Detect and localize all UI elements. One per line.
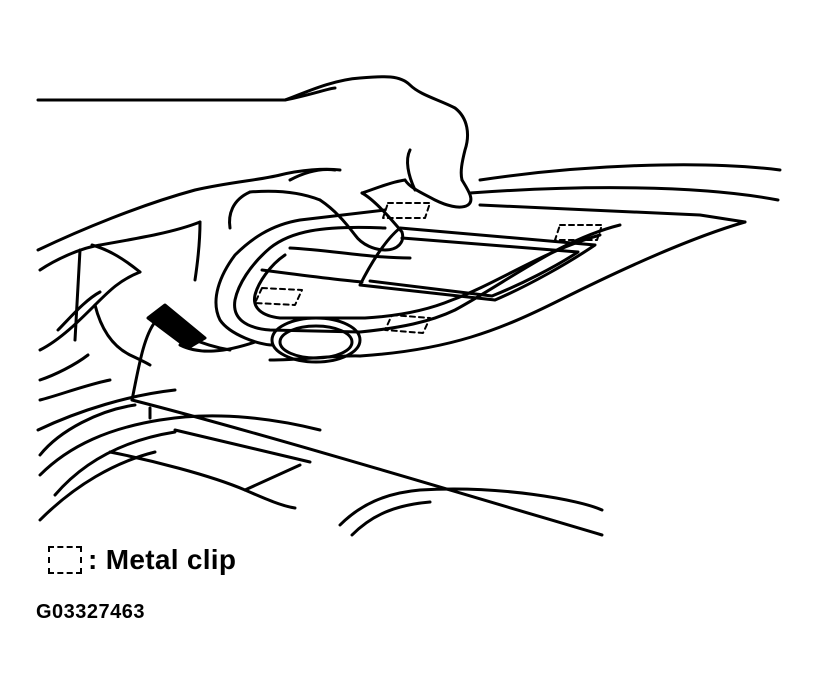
trim-panel-outline xyxy=(130,208,747,537)
inner-bezel xyxy=(233,223,622,334)
display-window xyxy=(260,226,597,302)
legend-label: : Metal clip xyxy=(88,544,237,575)
metal-clip-3 xyxy=(254,287,303,306)
dashed-rectangle-icon xyxy=(48,546,82,574)
metal-clip-4 xyxy=(384,314,431,334)
left-vent-structure xyxy=(36,220,202,432)
metal-clip-2 xyxy=(554,224,603,241)
metal-clip-markers xyxy=(254,202,603,334)
round-knob xyxy=(270,316,362,364)
lower-dashboard xyxy=(38,403,604,537)
tool-handle-line xyxy=(178,340,257,353)
figure-id: G03327463 xyxy=(36,601,146,623)
hand-illustration xyxy=(36,75,473,252)
dashboard-top-surface xyxy=(468,163,782,224)
removal-tool xyxy=(146,303,207,350)
legend: : Metal clip xyxy=(48,543,236,577)
metal-clip-1 xyxy=(382,202,431,219)
